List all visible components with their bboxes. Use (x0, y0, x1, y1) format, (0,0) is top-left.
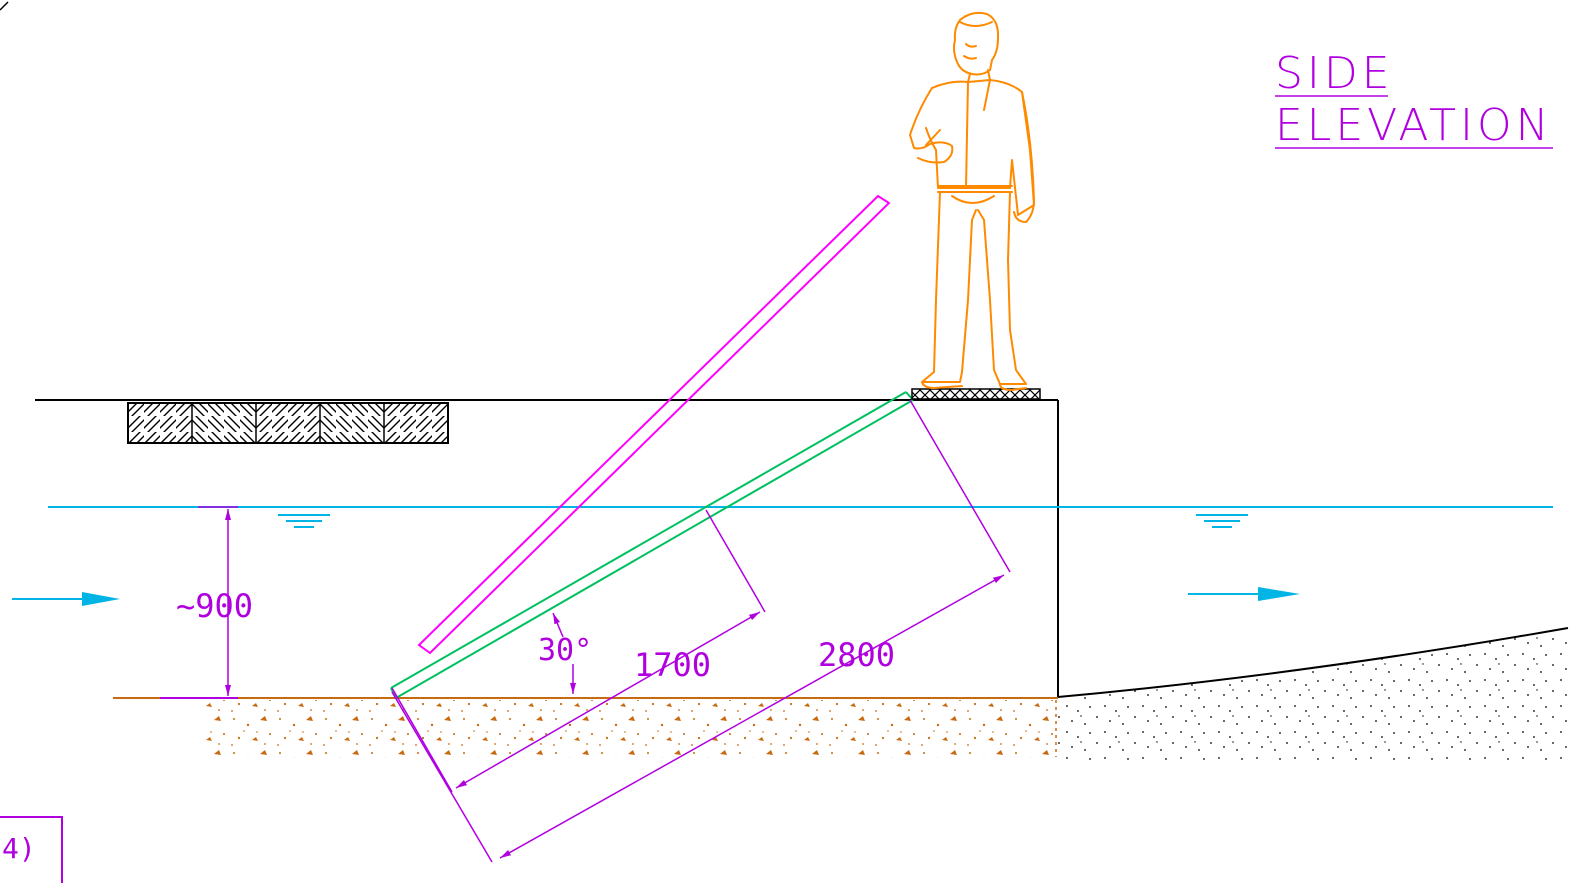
title-line-2: ELEVATION (1275, 100, 1552, 151)
downstream-bed-line (1057, 627, 1569, 698)
sheet-ref-label: 4) (2, 832, 36, 865)
angle-dimension-label: 30° (538, 633, 592, 668)
arrow-right-icon (1188, 587, 1300, 601)
soil-bed (206, 700, 1056, 758)
water-level-symbol-icon (278, 514, 330, 528)
downstream-scour (1058, 628, 1568, 760)
title-line-1: SIDE (1275, 48, 1394, 99)
person-figure-icon (909, 11, 1035, 391)
water-level-symbol-icon (1196, 514, 1248, 528)
length-dimension-2800 (391, 399, 1011, 863)
platform-grating (911, 388, 1041, 400)
length-dimension-2800-label: 2800 (818, 636, 895, 674)
depth-dimension (160, 506, 238, 699)
hatched-block-icon (127, 402, 449, 444)
sheet-ref-box (0, 816, 63, 883)
ramp-raised (417, 194, 891, 655)
arrow-right-icon (12, 592, 120, 606)
length-dimension-1700-label: 1700 (634, 646, 711, 684)
corner-mark (0, 1, 9, 11)
depth-dimension-label: ~900 (176, 587, 253, 625)
